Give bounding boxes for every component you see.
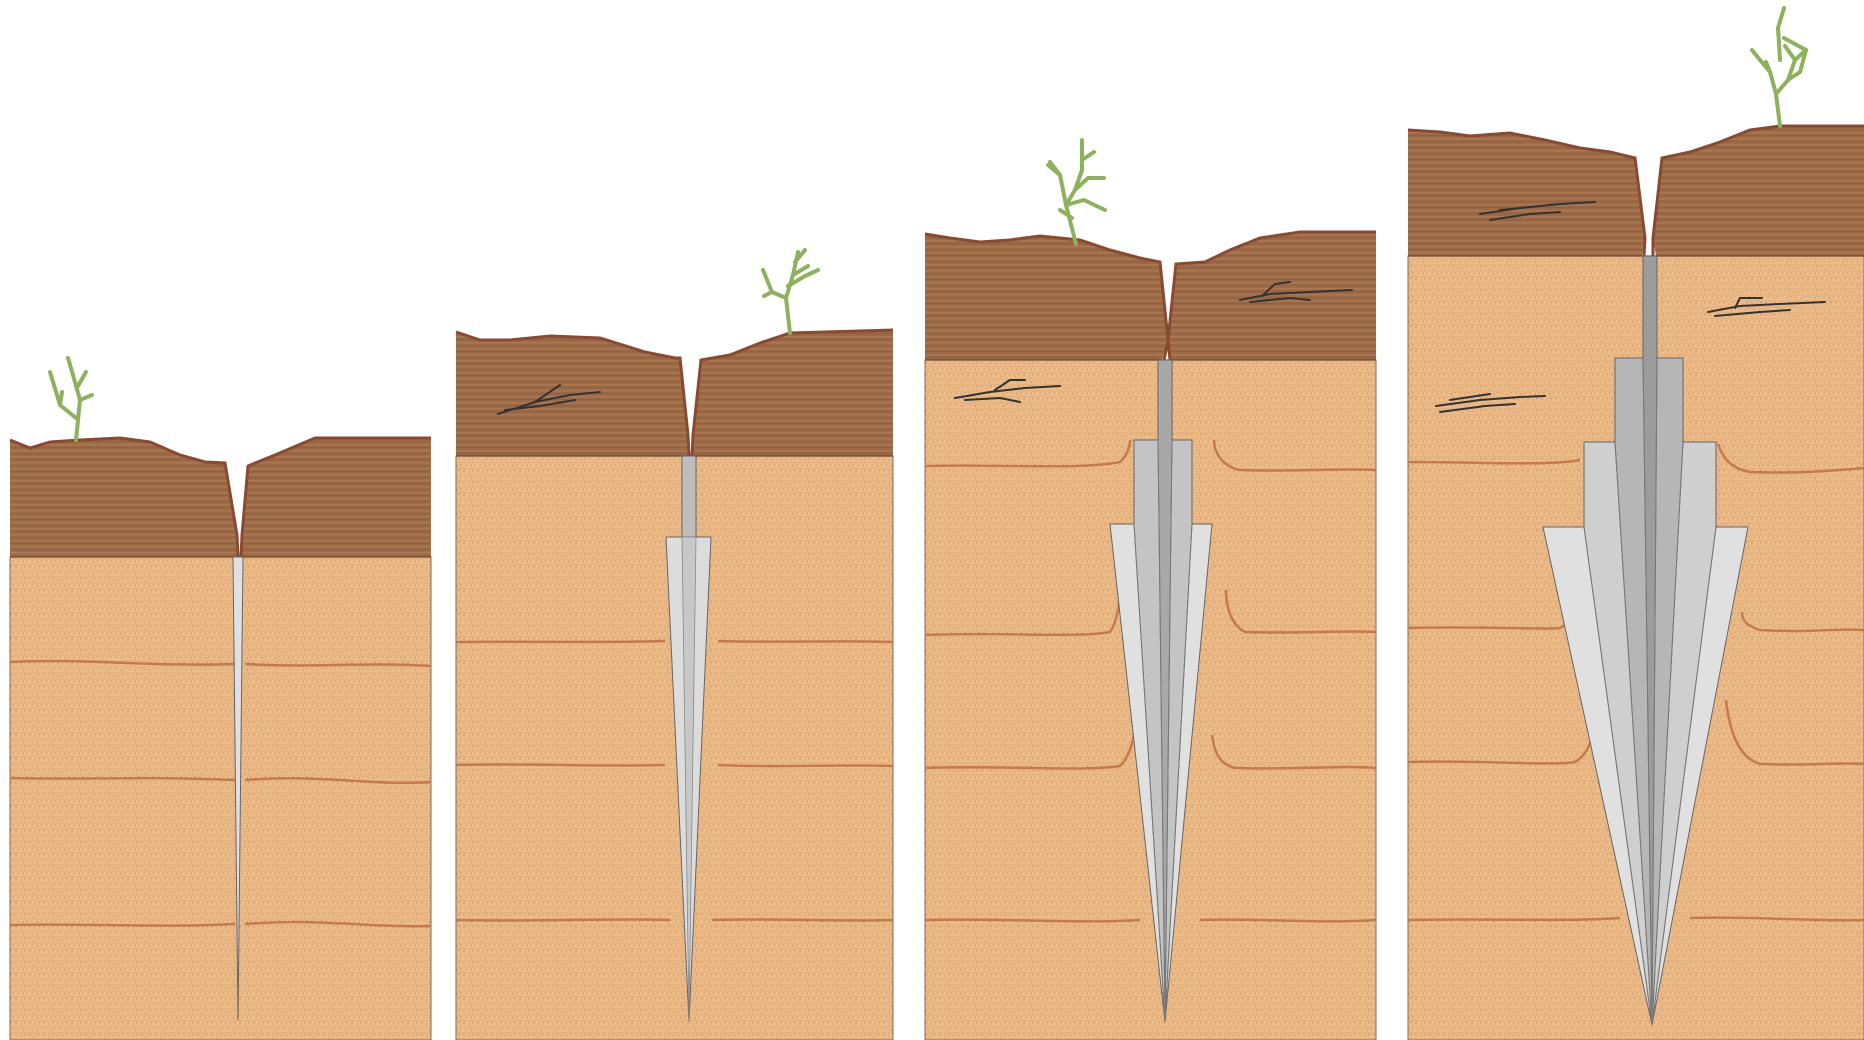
plant-icon — [1048, 140, 1105, 244]
stage-3-panel — [925, 140, 1376, 1040]
active-layer — [925, 234, 1168, 360]
plant-icon — [50, 358, 92, 440]
active-layer — [1168, 232, 1376, 360]
active-layer — [1653, 126, 1864, 256]
stage-4-panel — [1408, 8, 1864, 1040]
active-layer — [692, 330, 893, 456]
stage-1-panel — [10, 358, 431, 1040]
plant-icon — [1752, 8, 1806, 126]
permafrost-block — [10, 557, 431, 1040]
active-layer — [10, 438, 238, 557]
plant-icon — [763, 250, 818, 333]
active-layer — [1408, 130, 1645, 256]
stage-2-panel — [456, 250, 893, 1040]
